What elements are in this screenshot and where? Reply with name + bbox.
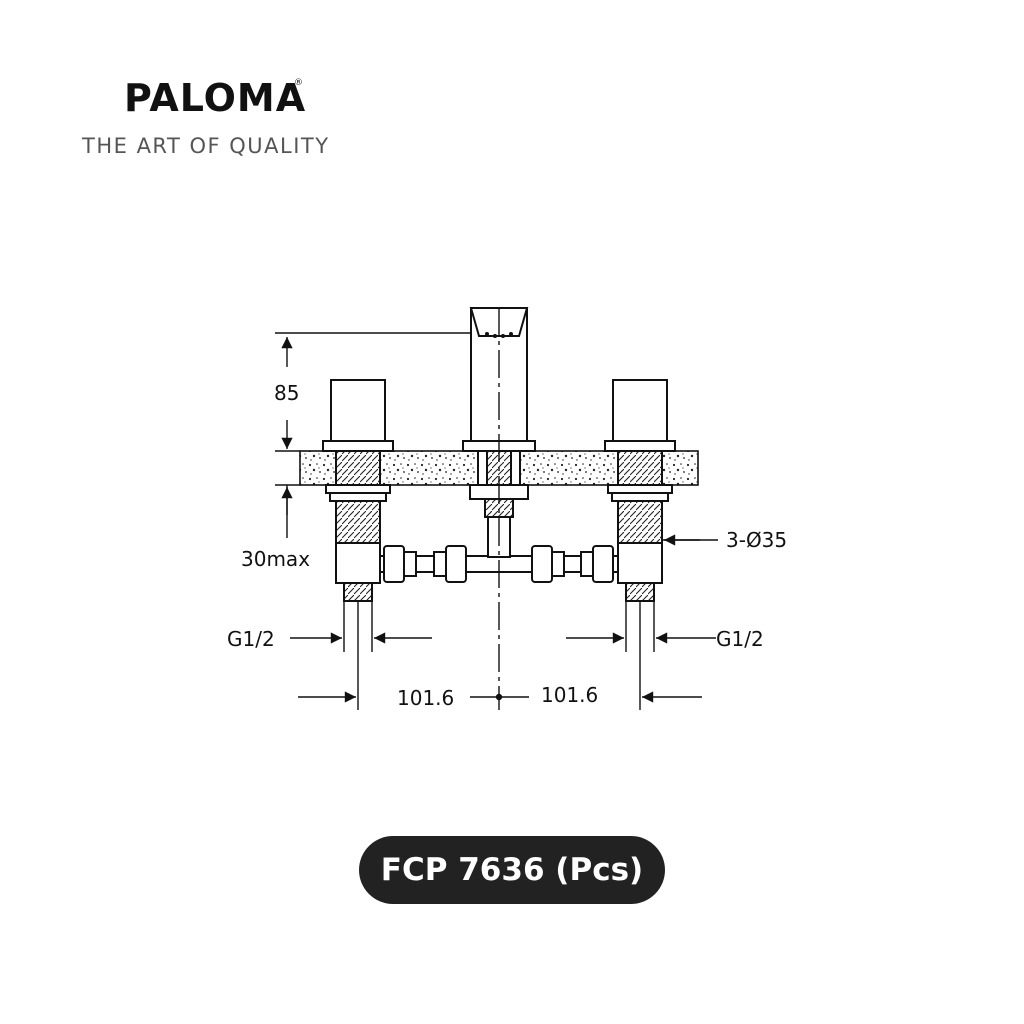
dim-hole-label: 3-Ø35 <box>726 528 787 552</box>
dim-inlet-right-label: G1/2 <box>716 627 764 651</box>
left-valve <box>322 379 394 602</box>
registered-mark: ® <box>294 78 303 88</box>
product-model-badge: FCP 7636 (Pcs) <box>359 836 665 904</box>
dimension-labels: 85 30max 3-Ø35 G1/2 G1/2 101.6 101.6 <box>227 381 787 710</box>
dim-height-label: 85 <box>274 381 299 405</box>
dim-deck-label: 30max <box>241 547 310 571</box>
right-valve <box>604 379 676 602</box>
product-model-label: FCP 7636 (Pcs) <box>380 852 644 888</box>
dim-inlet-left-label: G1/2 <box>227 627 275 651</box>
brand-tagline: THE ART OF QUALITY <box>82 134 330 158</box>
dim-spacing-left-label: 101.6 <box>397 686 454 710</box>
dim-spacing-right-label: 101.6 <box>541 683 598 707</box>
dimension-lines <box>275 308 718 710</box>
brand-name: PALOMA <box>124 76 307 120</box>
